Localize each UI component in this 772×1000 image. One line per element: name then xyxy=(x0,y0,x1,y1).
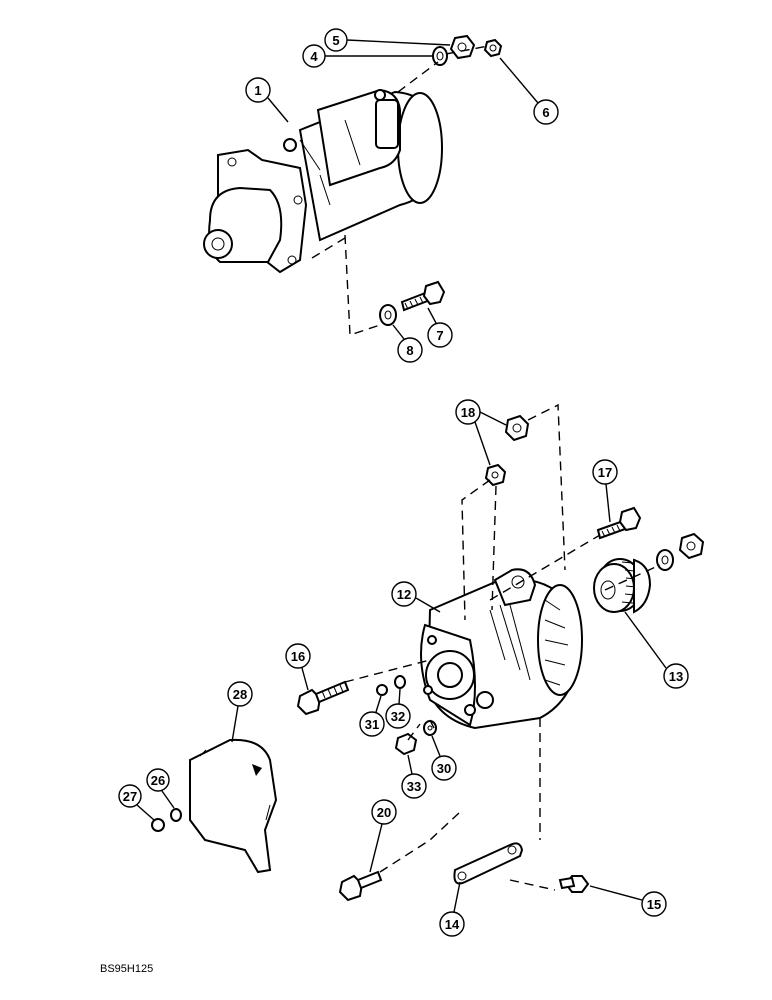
callout-18: 18 xyxy=(455,399,507,466)
callout-4: 4 xyxy=(302,44,432,68)
svg-text:33: 33 xyxy=(407,779,421,794)
callout-31: 31 xyxy=(359,695,385,737)
svg-text:6: 6 xyxy=(542,105,549,120)
svg-text:17: 17 xyxy=(598,465,612,480)
svg-text:4: 4 xyxy=(310,49,318,64)
bolt-16 xyxy=(296,680,350,716)
svg-text:32: 32 xyxy=(391,709,405,724)
svg-text:28: 28 xyxy=(233,687,247,702)
starter-hardware xyxy=(311,34,503,336)
pulley-hardware xyxy=(656,532,705,571)
svg-text:12: 12 xyxy=(397,587,411,602)
callout-30: 30 xyxy=(431,735,457,781)
svg-text:1: 1 xyxy=(254,83,261,98)
svg-text:16: 16 xyxy=(291,649,305,664)
callout-8: 8 xyxy=(392,324,423,363)
svg-text:27: 27 xyxy=(123,789,137,804)
alternator-pulley xyxy=(593,558,652,614)
callout-6: 6 xyxy=(499,57,559,125)
callout-13: 13 xyxy=(624,611,689,689)
callout-1: 1 xyxy=(245,77,289,123)
reference-code: BS95H125 xyxy=(100,963,153,975)
svg-text:14: 14 xyxy=(445,917,460,932)
svg-text:8: 8 xyxy=(406,343,413,358)
link-14 xyxy=(453,842,524,885)
bolt-20 xyxy=(338,870,383,902)
svg-text:31: 31 xyxy=(365,717,379,732)
svg-text:7: 7 xyxy=(436,328,443,343)
starter-motor xyxy=(203,88,443,274)
nuts-18 xyxy=(484,414,530,487)
alternator-cover xyxy=(189,738,278,874)
alternator xyxy=(420,568,583,730)
svg-text:26: 26 xyxy=(151,773,165,788)
callout-16: 16 xyxy=(285,643,311,691)
callout-27: 27 xyxy=(118,784,155,821)
alternator-leader-lines xyxy=(344,403,661,891)
svg-text:5: 5 xyxy=(332,33,339,48)
callout-20: 20 xyxy=(369,799,397,873)
callout-26: 26 xyxy=(146,768,175,809)
cover-hardware xyxy=(151,808,182,832)
bolt-17 xyxy=(596,506,642,540)
callout-12: 12 xyxy=(391,581,441,613)
callout-17: 17 xyxy=(592,459,618,523)
svg-text:30: 30 xyxy=(437,761,451,776)
svg-text:18: 18 xyxy=(461,405,475,420)
svg-text:20: 20 xyxy=(377,805,391,820)
callout-32: 32 xyxy=(385,688,411,729)
callout-33: 33 xyxy=(401,754,427,799)
callout-5: 5 xyxy=(324,28,451,52)
callout-15: 15 xyxy=(589,885,667,917)
svg-text:15: 15 xyxy=(647,897,661,912)
bolt-15 xyxy=(558,875,590,893)
callout-28: 28 xyxy=(227,681,253,743)
callout-7: 7 xyxy=(427,307,453,348)
callout-14: 14 xyxy=(439,881,465,937)
svg-text:13: 13 xyxy=(669,669,683,684)
